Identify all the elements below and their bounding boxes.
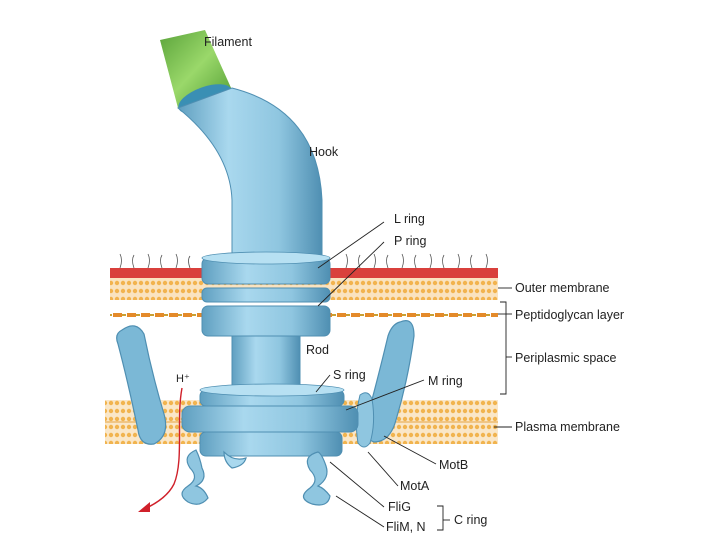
l-ring [201, 251, 331, 285]
label-filament: Filament [204, 35, 252, 49]
label-m-ring: M ring [428, 374, 463, 388]
label-peptidoglycan-layer: Peptidoglycan layer [515, 308, 625, 322]
label-plasma-membrane: Plasma membrane [515, 420, 620, 434]
label-rod: Rod [306, 343, 329, 357]
label-mota: MotA [400, 479, 430, 493]
label-hook: Hook [309, 145, 339, 159]
c-ring [181, 449, 331, 506]
p-ring [201, 287, 331, 337]
label-flim-n: FliM, N [386, 520, 426, 534]
label-l-ring: L ring [394, 212, 425, 226]
proton-arrow [138, 387, 183, 512]
label-p-ring: P ring [394, 234, 427, 248]
label-periplasmic-space: Periplasmic space [515, 351, 617, 365]
m-ring [181, 405, 359, 457]
label-flig: FliG [388, 500, 411, 514]
label-s-ring: S ring [333, 368, 366, 382]
mot-proteins-left [116, 325, 167, 445]
label-outer-membrane: Outer membrane [515, 281, 610, 295]
hook [177, 87, 323, 261]
label-c-ring: C ring [454, 513, 488, 527]
s-ring [199, 383, 345, 407]
leader-lines [315, 221, 512, 531]
mot-proteins-right [355, 320, 415, 448]
label-h-plus: H⁺ [176, 373, 190, 385]
label-motb: MotB [439, 458, 469, 472]
